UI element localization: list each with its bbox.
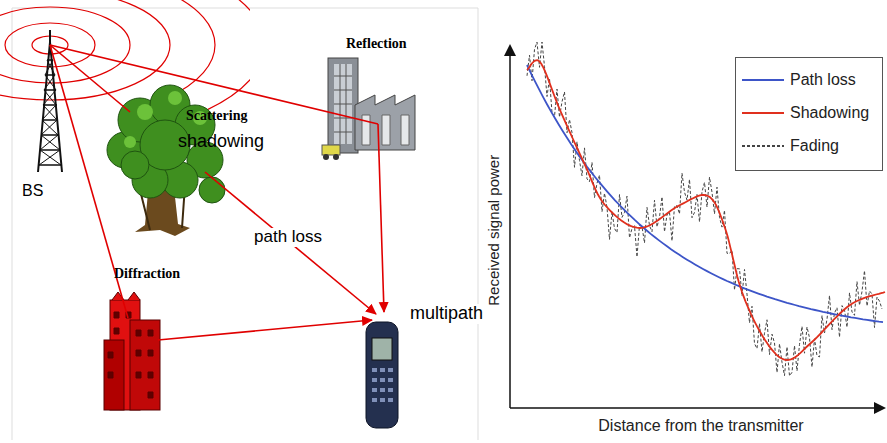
object-label: Reflection xyxy=(346,36,407,51)
legend-sample xyxy=(741,101,785,125)
shadowing-curve xyxy=(527,60,885,360)
effect-label: shadowing xyxy=(178,132,264,152)
legend-box: Path lossShadowingFading xyxy=(735,57,883,171)
factory-building xyxy=(322,58,415,160)
station-label: BS xyxy=(22,182,43,200)
legend-text: Path loss xyxy=(790,71,856,89)
frame-line xyxy=(12,8,478,9)
legend-text: Fading xyxy=(790,137,839,155)
legend-text: Shadowing xyxy=(790,104,869,122)
object-label: Scattering xyxy=(186,108,247,123)
axis-title: Distance from the transmitter xyxy=(598,417,803,435)
object-label: Diffraction xyxy=(114,266,180,281)
legend-entry: Path loss xyxy=(736,68,882,92)
radio-waves xyxy=(0,0,250,110)
red-building xyxy=(104,292,160,410)
mobile-phone xyxy=(366,322,398,428)
chart-axes xyxy=(504,44,886,414)
effect-label: path loss xyxy=(252,228,324,247)
frame-line xyxy=(478,8,479,440)
propagation-ray xyxy=(50,45,384,340)
effect-label: multipath xyxy=(408,304,485,324)
legend-sample xyxy=(741,134,785,158)
legend-sample xyxy=(741,68,785,92)
legend-entry: Shadowing xyxy=(736,101,882,125)
axis-title: Received signal power xyxy=(486,155,503,306)
legend-entry: Fading xyxy=(736,134,882,158)
frame-line xyxy=(12,8,13,440)
chart-curves xyxy=(527,42,885,376)
